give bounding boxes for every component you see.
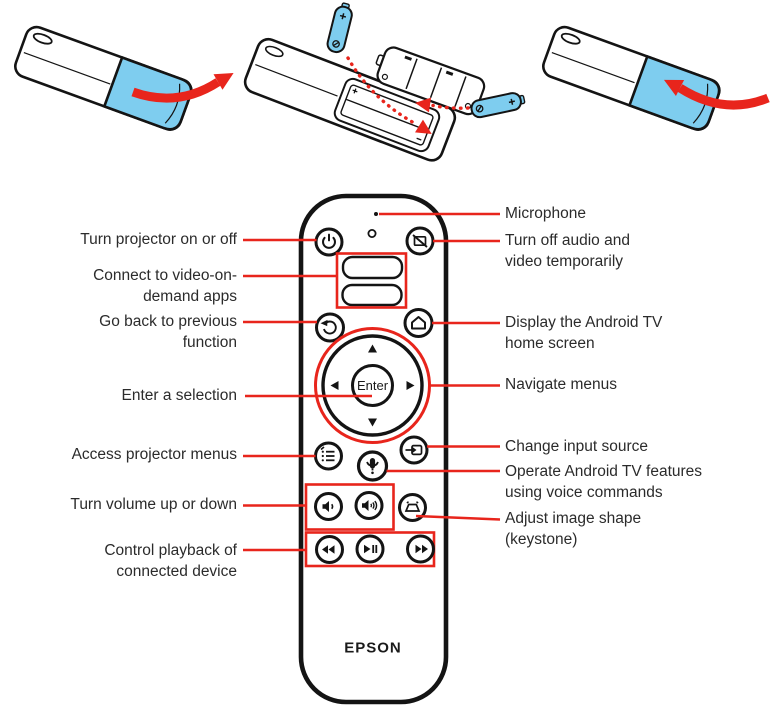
label-apps: Connect to video-on- demand apps [93, 267, 237, 305]
label-playback: Control playback of connected device [104, 542, 237, 580]
home-icon [411, 316, 426, 330]
power-icon [322, 233, 336, 249]
slide-arrow [677, 84, 770, 110]
arrowhead [415, 119, 432, 134]
callout-lines-right [379, 212, 501, 521]
remove-battery-cover-illustration [14, 25, 234, 131]
battery-aaa [470, 92, 526, 119]
home-button [403, 308, 434, 338]
label-voice: Operate Android TV features using voice … [505, 463, 703, 501]
menu-button [314, 441, 343, 471]
battery-cover [375, 46, 486, 116]
plus-mark [339, 13, 347, 20]
status-light [367, 228, 377, 238]
fast-forward-icon [415, 544, 428, 554]
callout-line-keystone [415, 514, 501, 521]
keystone-icon [404, 501, 421, 512]
label-av-mute: Turn off audio and video temporarily [505, 232, 630, 270]
callout-lines-left [243, 238, 372, 552]
av-mute-icon [412, 234, 428, 248]
label-menu: Access projector menus [71, 446, 237, 463]
label-source: Change input source [505, 438, 649, 455]
plus-mark [508, 98, 515, 105]
menu-icon [320, 446, 335, 462]
cover-notch [32, 32, 53, 45]
arrowhead [213, 73, 234, 90]
fast-forward-button [406, 534, 435, 564]
volume-highlight-box [304, 483, 395, 531]
arrowhead [663, 79, 685, 97]
enter-button-label: Enter [357, 378, 389, 393]
cover-notch [264, 45, 284, 58]
back-icon [320, 319, 337, 335]
label-keystone: Adjust image shape (keystone) [505, 510, 642, 548]
insert-arrow-dotted [346, 56, 418, 126]
voice-button [356, 450, 389, 482]
brand-logo: EPSON [344, 640, 402, 657]
label-enter: Enter a selection [121, 387, 237, 404]
cover-notch [560, 32, 581, 45]
microphone-hole [374, 212, 378, 216]
volume-up-button [354, 491, 384, 520]
battery-aaa [326, 2, 353, 54]
label-back: Go back to previous function [99, 313, 237, 351]
label-microphone: Microphone [505, 205, 586, 222]
install-batteries-illustration [243, 2, 526, 162]
label-volume: Turn volume up or down [70, 496, 237, 513]
slide-arrow [131, 78, 221, 103]
input-source-icon [405, 444, 423, 456]
keystone-button [398, 493, 427, 522]
rewind-button [315, 535, 344, 564]
rewind-icon [322, 545, 335, 554]
apps-highlight-box [335, 252, 408, 309]
dpad: Enter [314, 327, 431, 444]
dpad-down-icon [368, 418, 377, 427]
volume-down-icon [322, 501, 334, 512]
play-pause-icon [364, 544, 378, 554]
av-mute-button [405, 226, 435, 256]
label-navigate: Navigate menus [505, 376, 618, 393]
arrowhead [415, 97, 432, 113]
back-button [315, 312, 345, 343]
volume-up-icon [362, 500, 378, 511]
input-source-button [399, 435, 429, 465]
label-power: Turn projector on or off [80, 231, 237, 248]
battery-minus-mark [416, 137, 422, 141]
dpad-left-icon [330, 381, 339, 390]
dpad-right-icon [406, 381, 415, 390]
dpad-up-icon [368, 344, 377, 353]
replace-battery-cover-illustration [542, 25, 770, 131]
label-home: Display the Android TV home screen [505, 314, 663, 352]
battery-plus-mark [352, 88, 358, 94]
volume-down-button [314, 492, 343, 521]
app-button-1 [341, 255, 404, 280]
voice-mic-icon [366, 458, 379, 475]
play-pause-button [355, 534, 385, 564]
power-button [314, 227, 344, 257]
app-button-2 [341, 283, 403, 307]
